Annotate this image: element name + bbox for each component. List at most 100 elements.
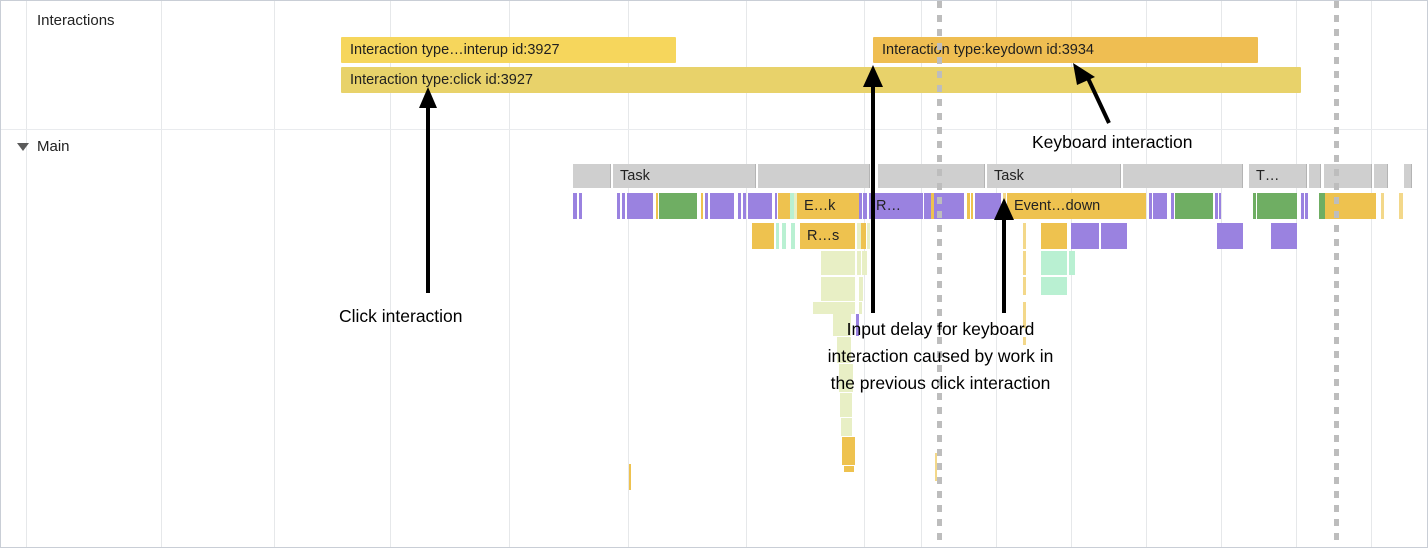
task-block[interactable] — [1123, 164, 1243, 188]
event-block-labeled-4[interactable]: Event…down — [1007, 193, 1142, 219]
event-block[interactable] — [794, 193, 797, 219]
event-block[interactable] — [841, 418, 852, 436]
event-block-labeled-1[interactable]: E…k — [797, 193, 859, 219]
event-block[interactable] — [1003, 193, 1006, 219]
event-block[interactable] — [701, 193, 703, 219]
event-block[interactable] — [659, 193, 697, 219]
event-block[interactable] — [863, 193, 867, 219]
event-block[interactable] — [710, 193, 734, 219]
event-block[interactable] — [844, 466, 854, 472]
task-block[interactable] — [573, 164, 611, 188]
event-block[interactable] — [1023, 277, 1026, 295]
chevron-down-icon[interactable] — [17, 143, 29, 151]
event-block[interactable] — [1153, 193, 1167, 219]
event-block[interactable] — [1171, 193, 1174, 219]
event-block[interactable] — [1219, 193, 1221, 219]
track-label-interactions[interactable]: Interactions — [37, 12, 115, 29]
event-block[interactable] — [1023, 337, 1026, 345]
event-block[interactable] — [840, 393, 852, 417]
event-block[interactable] — [862, 251, 867, 275]
event-block[interactable] — [1041, 277, 1067, 295]
event-block[interactable] — [924, 193, 964, 219]
event-block[interactable] — [1023, 251, 1026, 275]
event-block[interactable] — [1023, 223, 1026, 249]
event-block[interactable] — [842, 437, 855, 465]
event-block[interactable] — [776, 223, 779, 249]
event-block[interactable] — [1142, 193, 1146, 219]
event-block[interactable] — [837, 337, 851, 363]
event-block[interactable] — [790, 193, 794, 219]
task-block[interactable] — [878, 164, 985, 188]
event-block[interactable] — [791, 223, 795, 249]
event-block[interactable] — [1071, 223, 1099, 249]
interaction-bar-keydown[interactable]: Interaction type:keydown id:3934 — [873, 37, 1258, 63]
event-block[interactable] — [821, 277, 855, 301]
event-block[interactable] — [857, 251, 861, 275]
event-block[interactable] — [1041, 251, 1067, 275]
event-block[interactable] — [1101, 223, 1127, 249]
event-block[interactable] — [919, 193, 923, 219]
event-block[interactable] — [975, 193, 1001, 219]
event-block[interactable] — [813, 302, 855, 314]
task-block-labeled-1[interactable]: Task — [613, 164, 756, 188]
event-block[interactable] — [617, 193, 620, 219]
time-marker-line[interactable] — [1334, 1, 1339, 547]
event-block[interactable] — [931, 193, 934, 219]
event-block[interactable] — [859, 277, 863, 301]
event-block[interactable] — [1325, 193, 1328, 219]
task-block[interactable] — [1324, 164, 1372, 188]
event-block[interactable] — [859, 302, 862, 314]
event-block[interactable] — [861, 223, 866, 249]
event-block[interactable] — [752, 223, 774, 249]
event-block[interactable] — [1023, 314, 1026, 328]
event-block[interactable] — [738, 193, 741, 219]
event-block[interactable] — [821, 251, 855, 275]
event-block[interactable] — [622, 193, 625, 219]
event-block[interactable] — [1257, 193, 1297, 219]
event-block[interactable] — [1069, 251, 1075, 275]
event-block[interactable] — [935, 453, 937, 481]
task-block[interactable] — [1309, 164, 1321, 188]
event-block[interactable] — [748, 193, 772, 219]
event-block[interactable] — [1253, 193, 1256, 219]
event-block[interactable] — [775, 193, 777, 219]
event-block[interactable] — [1217, 223, 1243, 249]
event-block[interactable] — [856, 314, 859, 336]
event-block[interactable] — [1041, 223, 1067, 249]
event-block[interactable] — [867, 223, 870, 249]
event-block[interactable] — [971, 193, 973, 219]
event-block[interactable] — [1175, 193, 1213, 219]
event-block[interactable] — [1271, 223, 1297, 249]
track-label-main[interactable]: Main — [37, 138, 70, 155]
event-block[interactable] — [1305, 193, 1308, 219]
interaction-bar-pointerup[interactable]: Interaction type…interup id:3927 — [341, 37, 676, 63]
event-block[interactable] — [705, 193, 708, 219]
task-block[interactable] — [758, 164, 870, 188]
event-block[interactable] — [1399, 193, 1403, 219]
event-block[interactable] — [1023, 302, 1026, 314]
task-block-labeled-2[interactable]: Task — [987, 164, 1121, 188]
event-block[interactable] — [967, 193, 970, 219]
event-block[interactable] — [782, 223, 786, 249]
interaction-bar-click[interactable]: Interaction type:click id:3927 — [341, 67, 1301, 93]
event-block[interactable] — [859, 193, 862, 219]
event-block[interactable] — [573, 193, 577, 219]
event-block[interactable] — [1215, 193, 1218, 219]
task-block-labeled-3[interactable]: T… — [1249, 164, 1307, 188]
task-block[interactable] — [1380, 164, 1388, 188]
time-marker-line[interactable] — [937, 1, 942, 547]
event-block[interactable] — [857, 223, 861, 249]
event-block[interactable] — [1381, 193, 1384, 219]
event-block[interactable] — [656, 193, 658, 219]
event-block[interactable] — [629, 464, 631, 490]
event-block[interactable] — [1149, 193, 1152, 219]
event-block-labeled-2[interactable]: R… — [869, 193, 919, 219]
event-block[interactable] — [627, 193, 653, 219]
event-block[interactable] — [579, 193, 582, 219]
task-block[interactable] — [1404, 164, 1412, 188]
event-block[interactable] — [833, 314, 851, 336]
event-block-labeled-3[interactable]: R…s — [800, 223, 855, 249]
event-block[interactable] — [839, 364, 853, 392]
event-block[interactable] — [1301, 193, 1304, 219]
event-block[interactable] — [743, 193, 746, 219]
